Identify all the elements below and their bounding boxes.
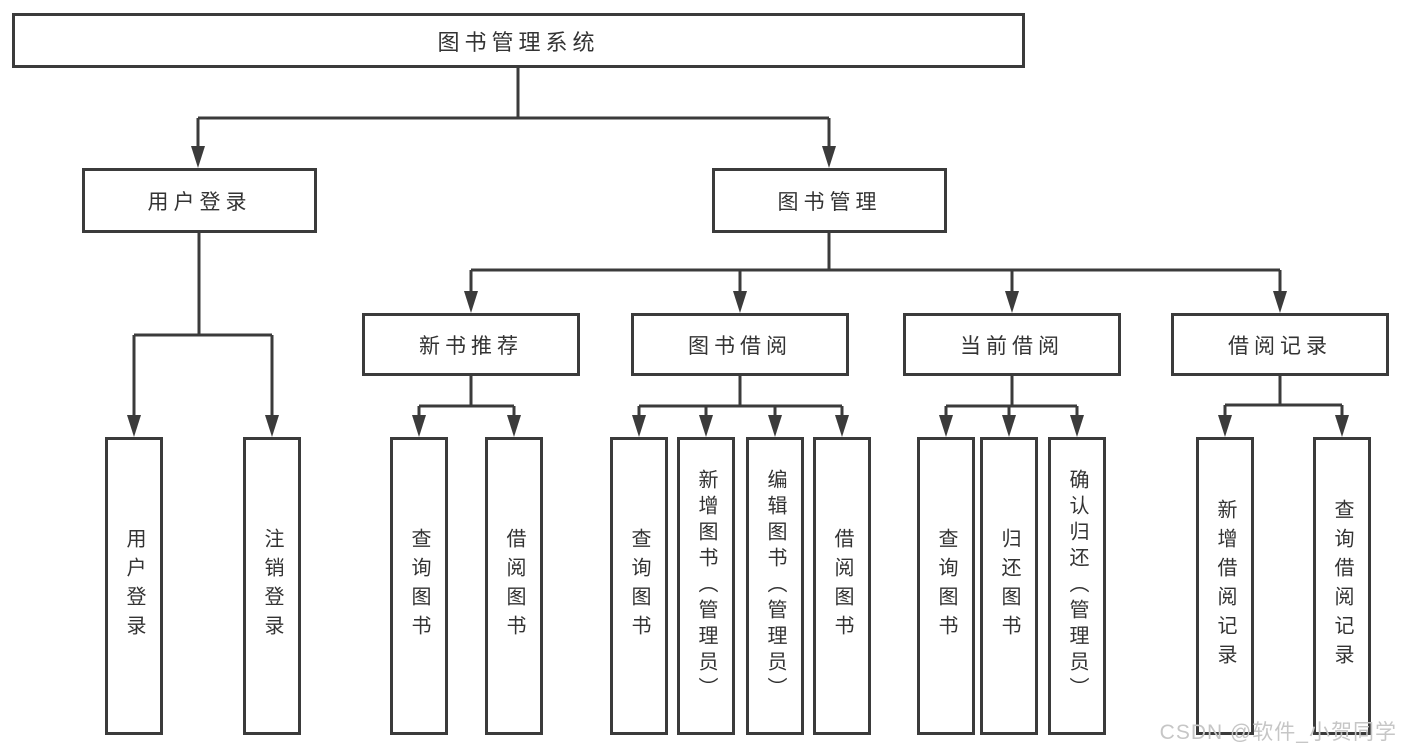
node-user-login: 用户登录 bbox=[82, 168, 317, 233]
leaf-return-book-label: 归还图书 bbox=[998, 528, 1020, 644]
leaf-current-query-books-label: 查询图书 bbox=[935, 528, 957, 644]
leaf-logout-label: 注销登录 bbox=[261, 528, 283, 644]
node-borrow-records: 借阅记录 bbox=[1171, 313, 1389, 376]
node-book-borrow: 图书借阅 bbox=[631, 313, 849, 376]
node-current-borrow: 当前借阅 bbox=[903, 313, 1121, 376]
leaf-query-borrow-record-label: 查询借阅记录 bbox=[1331, 499, 1353, 673]
tree-edges bbox=[132, 68, 1344, 417]
leaf-borrow-query-books-label: 查询图书 bbox=[628, 528, 650, 644]
leaf-borrow-borrow-books-label: 借阅图书 bbox=[831, 528, 853, 644]
node-book-management: 图书管理 bbox=[712, 168, 947, 233]
csdn-watermark: CSDN @软件_小贺同学 bbox=[1159, 721, 1397, 744]
leaf-confirm-return-admin-label: 确认归还（管理员） bbox=[1066, 469, 1088, 703]
node-user-login-label: 用户登录 bbox=[147, 190, 252, 214]
node-new-book-recommend: 新书推荐 bbox=[362, 313, 580, 376]
node-root-system-label: 图书管理系统 bbox=[437, 29, 600, 55]
node-book-management-label: 图书管理 bbox=[777, 190, 882, 214]
leaf-newbook-query-books-label: 查询图书 bbox=[408, 528, 430, 644]
leaf-add-borrow-record-label: 新增借阅记录 bbox=[1214, 499, 1236, 673]
leaf-add-borrow-record: 新增借阅记录 bbox=[1196, 437, 1254, 735]
leaf-logout: 注销登录 bbox=[243, 437, 301, 735]
node-root-system: 图书管理系统 bbox=[12, 13, 1025, 68]
node-new-book-recommend-label: 新书推荐 bbox=[419, 334, 523, 358]
leaf-current-query-books: 查询图书 bbox=[917, 437, 975, 735]
leaf-user-login-label: 用户登录 bbox=[123, 528, 145, 644]
leaf-borrow-query-books: 查询图书 bbox=[610, 437, 668, 735]
leaf-query-borrow-record: 查询借阅记录 bbox=[1313, 437, 1371, 735]
leaf-newbook-borrow-books-label: 借阅图书 bbox=[503, 528, 525, 644]
leaf-borrow-borrow-books: 借阅图书 bbox=[813, 437, 871, 735]
leaf-edit-book-admin-label: 编辑图书（管理员） bbox=[764, 469, 786, 703]
leaf-return-book: 归还图书 bbox=[980, 437, 1038, 735]
arrowheads bbox=[127, 146, 1349, 437]
leaf-add-book-admin: 新增图书（管理员） bbox=[677, 437, 735, 735]
node-borrow-records-label: 借阅记录 bbox=[1228, 334, 1332, 358]
leaf-user-login: 用户登录 bbox=[105, 437, 163, 735]
node-current-borrow-label: 当前借阅 bbox=[960, 334, 1064, 358]
node-book-borrow-label: 图书借阅 bbox=[688, 334, 792, 358]
leaf-confirm-return-admin: 确认归还（管理员） bbox=[1048, 437, 1106, 735]
leaf-edit-book-admin: 编辑图书（管理员） bbox=[746, 437, 804, 735]
leaf-newbook-query-books: 查询图书 bbox=[390, 437, 448, 735]
leaf-newbook-borrow-books: 借阅图书 bbox=[485, 437, 543, 735]
leaf-add-book-admin-label: 新增图书（管理员） bbox=[695, 469, 717, 703]
